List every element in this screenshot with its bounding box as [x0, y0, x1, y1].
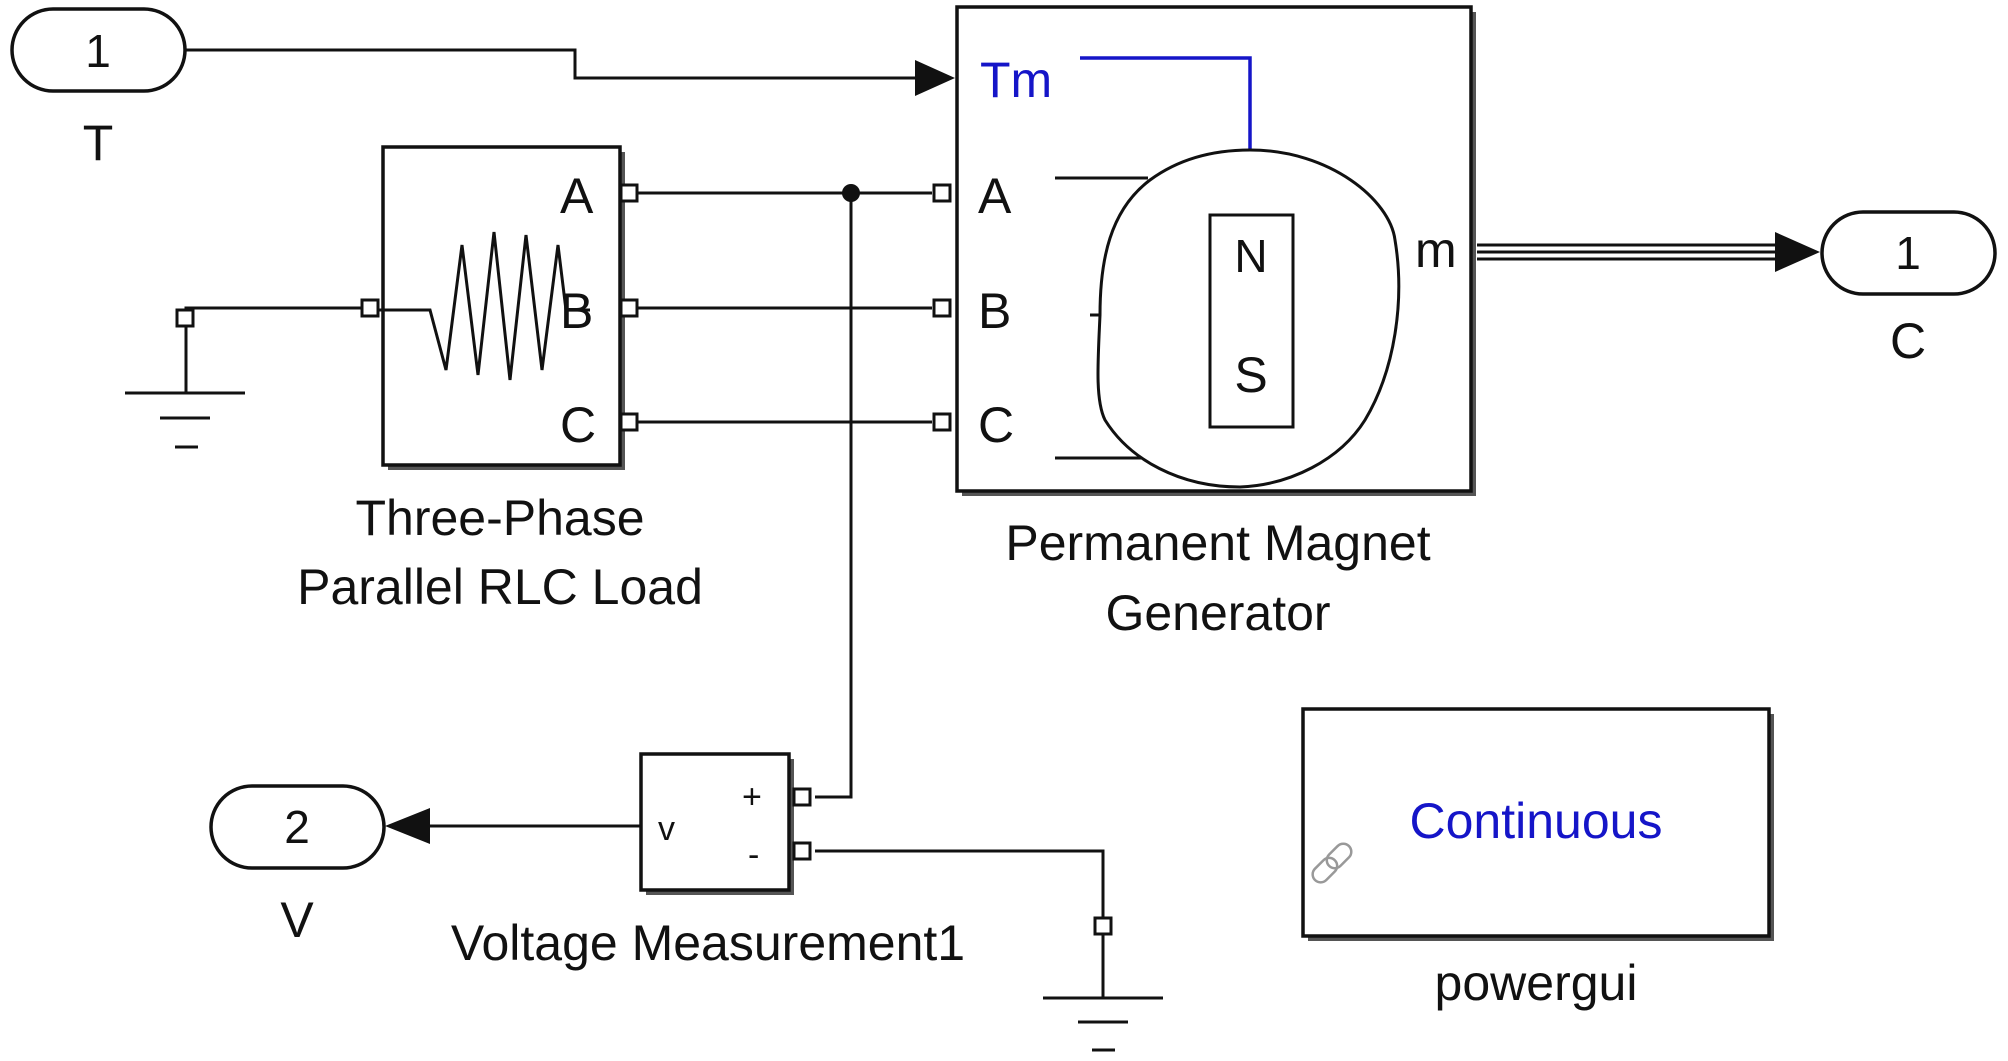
voltage-port-minus[interactable]	[792, 841, 812, 861]
load-port-label-a: A	[560, 168, 594, 224]
ground-load[interactable]	[125, 308, 245, 449]
wire-voltage-plus[interactable]	[815, 193, 853, 799]
outport-c-name: C	[1890, 313, 1926, 369]
three-phase-rlc-load-block[interactable]: A B C	[360, 145, 639, 470]
load-port-label-b: B	[560, 283, 593, 339]
load-port-a[interactable]	[619, 183, 639, 203]
gen-port-a[interactable]	[932, 183, 952, 203]
voltage-port-plus[interactable]	[792, 787, 812, 807]
permanent-magnet-generator-block[interactable]: Tm A B C N S m	[932, 5, 1476, 496]
gen-port-label-b: B	[978, 283, 1011, 339]
wire-t-to-tm[interactable]	[185, 48, 915, 80]
inport-number: 1	[85, 25, 111, 77]
voltage-block-name: Voltage Measurement1	[451, 915, 965, 971]
voltage-measurement-block[interactable]: v + -	[639, 752, 812, 895]
inport-t[interactable]: 1 T	[10, 7, 187, 171]
gen-port-label-tm: Tm	[980, 52, 1052, 108]
arrow-c	[1775, 232, 1820, 272]
inport-name: T	[83, 115, 114, 171]
powergui-mode: Continuous	[1410, 793, 1663, 849]
outport-v[interactable]: 2 V	[209, 784, 386, 948]
gen-port-b[interactable]	[932, 298, 952, 318]
load-port-b[interactable]	[619, 298, 639, 318]
generator-block-name-line1: Permanent Magnet	[1005, 515, 1430, 571]
tm-signal-line	[1080, 56, 1252, 150]
generator-block-name-line2: Generator	[1105, 585, 1330, 641]
magnet-icon	[1208, 213, 1295, 429]
load-neutral-port[interactable]	[360, 298, 380, 318]
load-port-label-c: C	[560, 397, 596, 453]
ground-voltage[interactable]	[1043, 916, 1163, 1052]
voltage-plus-label: +	[742, 778, 762, 816]
voltmeter-symbol: v	[658, 810, 675, 848]
load-block-name-line2: Parallel RLC Load	[297, 559, 703, 615]
voltage-minus-label: -	[748, 836, 759, 874]
signal-lines	[184, 48, 1820, 918]
outport-v-name: V	[280, 892, 314, 948]
powergui-block-name: powergui	[1435, 955, 1638, 1011]
arrow-tm	[915, 60, 955, 96]
resistor-symbol-icon	[378, 231, 590, 381]
gen-port-label-m: m	[1415, 222, 1457, 278]
magnet-south-label: S	[1234, 347, 1267, 403]
powergui-block[interactable]: Continuous	[1301, 707, 1774, 941]
gen-port-c[interactable]	[932, 412, 952, 432]
arrow-v	[385, 808, 430, 844]
wire-voltage-minus[interactable]	[815, 849, 1105, 918]
outport-c[interactable]: 1 C	[1820, 210, 1997, 369]
magnet-north-label: N	[1234, 230, 1267, 282]
wire-load-ground[interactable]	[184, 306, 365, 318]
gen-port-label-c: C	[978, 397, 1014, 453]
gen-port-label-a: A	[978, 168, 1012, 224]
outport-c-number: 1	[1895, 227, 1921, 279]
outport-v-number: 2	[284, 801, 310, 853]
link-icon	[1311, 842, 1353, 884]
bus-m-output[interactable]	[1477, 243, 1780, 261]
load-block-name-line1: Three-Phase	[355, 490, 644, 546]
load-port-c[interactable]	[619, 412, 639, 432]
